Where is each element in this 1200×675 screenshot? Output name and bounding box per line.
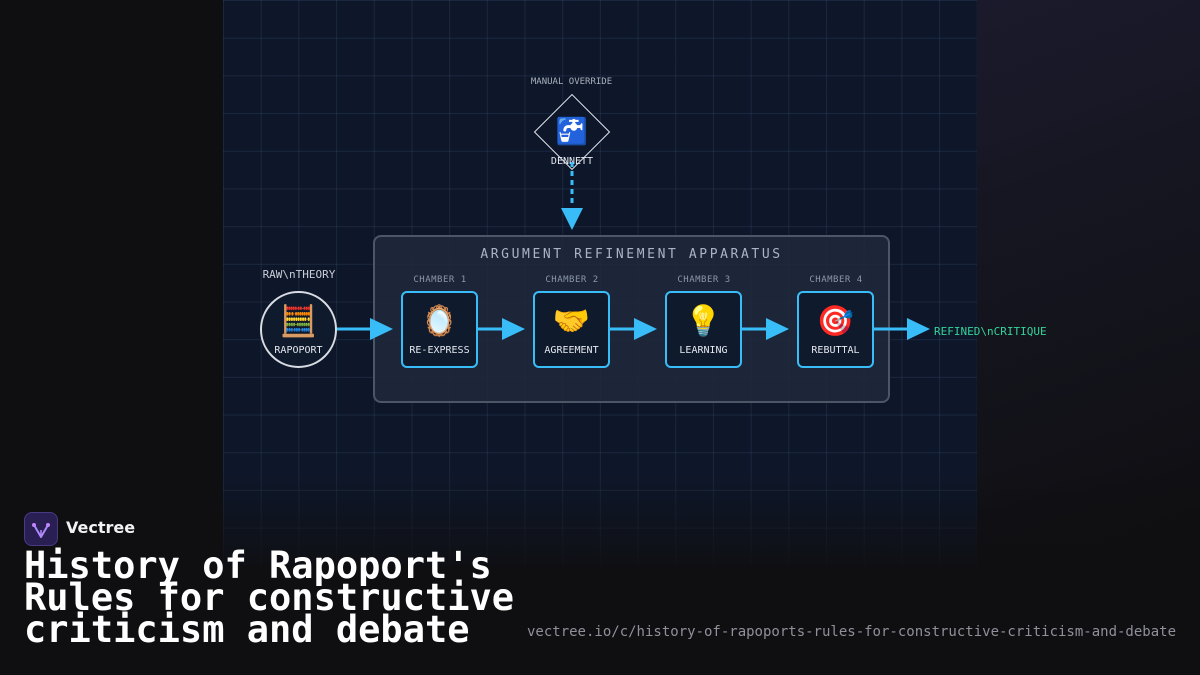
mirror-icon: 🪞 — [420, 304, 459, 339]
bottom-fade — [0, 470, 1200, 675]
handshake-icon: 🤝 — [552, 304, 591, 339]
chamber-3-node: 💡 LEARNING — [665, 291, 742, 368]
chamber-1-2-arrow — [478, 318, 525, 340]
input-caption: RAW\nTHEORY — [262, 268, 336, 281]
apparatus-title: ARGUMENT REFINEMENT APPARATUS — [480, 247, 783, 262]
chamber-2-caption: CHAMBER 2 — [545, 275, 599, 285]
chamber-4-caption: CHAMBER 4 — [809, 275, 863, 285]
vectree-logo-icon — [24, 512, 58, 546]
chamber-4-label: REBUTTAL — [811, 345, 860, 356]
page-url[interactable]: vectree.io/c/history-of-rapoports-rules-… — [526, 624, 1176, 640]
override-arrow — [561, 162, 583, 230]
chamber-4-node: 🎯 REBUTTAL — [797, 291, 874, 368]
brand-name: Vectree — [66, 518, 136, 537]
input-node-label: RAPOPORT — [274, 345, 323, 356]
chamber-3-label: LEARNING — [679, 345, 728, 356]
output-arrow — [874, 318, 930, 340]
output-label: REFINED\nCRITIQUE — [934, 325, 1047, 338]
chamber-2-3-arrow — [610, 318, 657, 340]
input-node-rapoport: 🧮 RAPOPORT — [260, 291, 337, 368]
chamber-2-label: AGREEMENT — [544, 345, 599, 356]
abacus-icon: 🧮 — [279, 304, 318, 339]
page-title: History of Rapoport's Rules for construc… — [24, 544, 515, 651]
chamber-2-node: 🤝 AGREEMENT — [533, 291, 610, 368]
faucet-icon: 🚰 — [555, 117, 589, 147]
override-caption: MANUAL OVERRIDE — [530, 77, 613, 87]
target-icon: 🎯 — [816, 304, 855, 339]
chamber-3-4-arrow — [742, 318, 789, 340]
override-label: DENNETT — [550, 156, 594, 167]
input-arrow — [337, 318, 393, 340]
chamber-1-label: RE-EXPRESS — [409, 345, 470, 356]
chamber-1-node: 🪞 RE-EXPRESS — [401, 291, 478, 368]
lightbulb-icon: 💡 — [684, 304, 723, 339]
chamber-1-caption: CHAMBER 1 — [413, 275, 467, 285]
chamber-3-caption: CHAMBER 3 — [677, 275, 731, 285]
